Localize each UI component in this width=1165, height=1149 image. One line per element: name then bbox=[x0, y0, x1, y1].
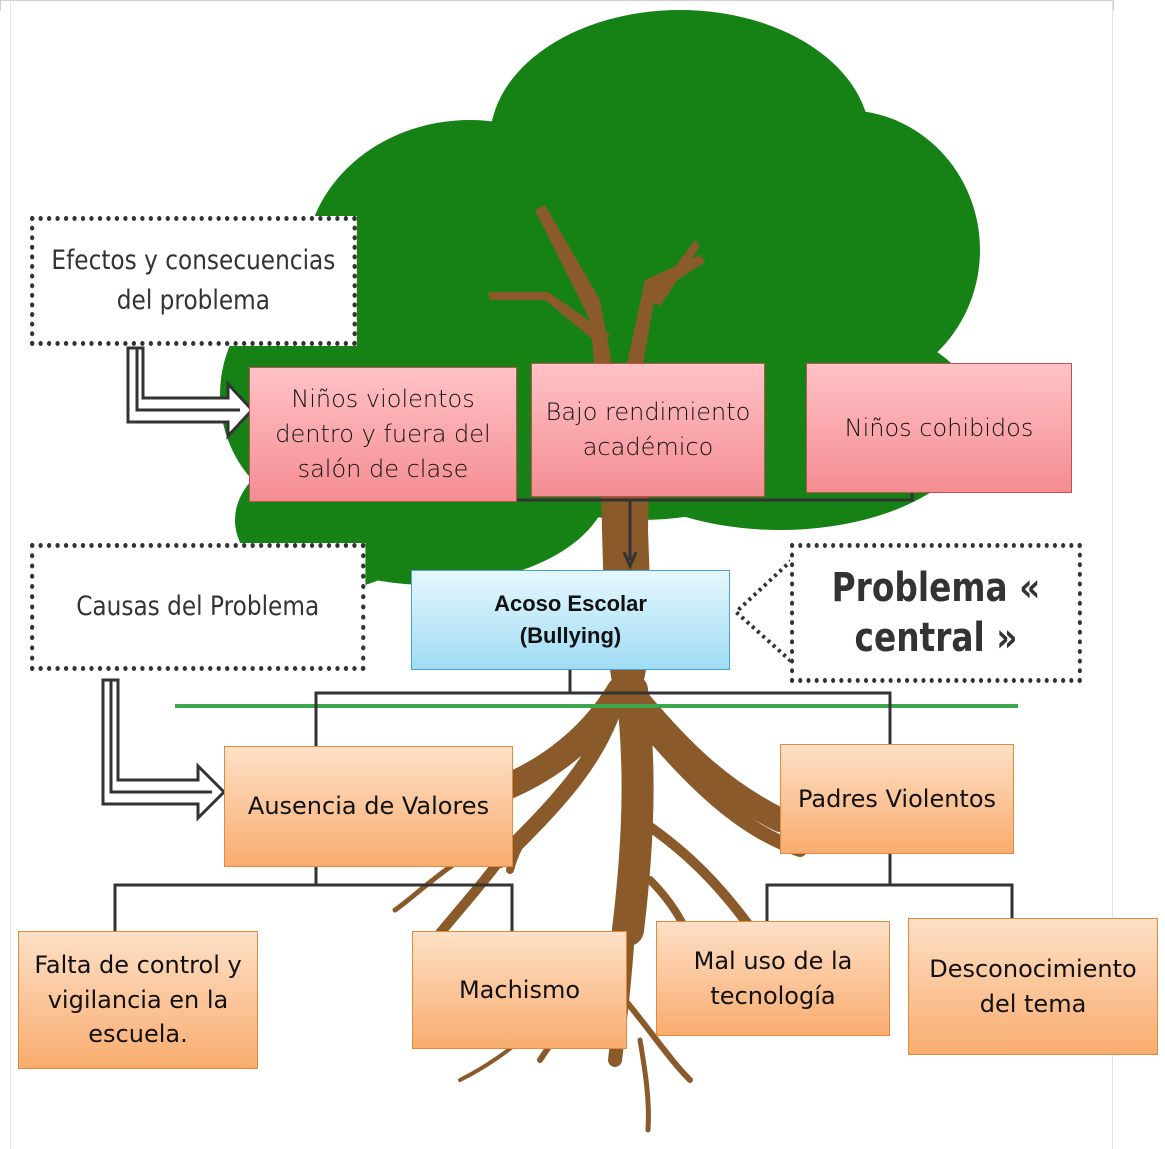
image-frame-left bbox=[10, 0, 11, 1149]
effect-box-low-performance: Bajo rendimiento académico bbox=[531, 363, 765, 497]
central-problem-title: Acoso Escolar bbox=[494, 591, 647, 617]
effect-label: Niños cohibidos bbox=[844, 413, 1034, 442]
effect-label: Bajo rendimiento académico bbox=[545, 398, 751, 461]
subcause-label: Machismo bbox=[458, 975, 581, 1004]
effect-label: Niños violentos dentro y fuera del salón… bbox=[275, 385, 491, 483]
causes-note: Causas del Problema bbox=[30, 543, 366, 671]
subcause-box-topic-unawareness: Desconocimiento del tema bbox=[908, 918, 1158, 1055]
central-problem-subtitle: (Bullying) bbox=[519, 623, 622, 648]
image-frame-right bbox=[1112, 0, 1113, 1149]
subcause-box-lack-of-control: Falta de control y vigilancia en la escu… bbox=[18, 931, 258, 1069]
causes-arrow bbox=[101, 678, 227, 822]
cause-box-violent-parents: Padres Violentos bbox=[780, 744, 1014, 854]
effect-box-shy-children: Niños cohibidos bbox=[806, 363, 1072, 493]
subcause-label: Desconocimiento del tema bbox=[929, 954, 1137, 1018]
central-pointer bbox=[733, 558, 794, 664]
effects-note: Efectos y consecuencias del problema bbox=[30, 216, 357, 346]
cause-box-lack-of-values: Ausencia de Valores bbox=[224, 746, 513, 867]
central-note: Problema « central » bbox=[790, 543, 1082, 683]
subcause-box-machismo: Machismo bbox=[412, 931, 627, 1049]
effects-connectors bbox=[516, 490, 914, 570]
central-note-label: Problema « central » bbox=[831, 565, 1041, 661]
cause-label: Padres Violentos bbox=[797, 784, 997, 813]
effect-box-violent-children: Niños violentos dentro y fuera del salón… bbox=[249, 367, 517, 502]
subcause-label: Mal uso de la tecnología bbox=[693, 946, 853, 1010]
subcause-box-technology-misuse: Mal uso de la tecnología bbox=[656, 921, 890, 1036]
subcause-label: Falta de control y vigilancia en la escu… bbox=[34, 950, 242, 1049]
causes-connectors bbox=[113, 668, 1014, 935]
effects-arrow bbox=[126, 346, 255, 440]
image-frame-top bbox=[0, 0, 1114, 11]
central-problem-box: Acoso Escolar (Bullying) bbox=[411, 570, 730, 670]
cause-label: Ausencia de Valores bbox=[247, 792, 490, 821]
effects-note-label: Efectos y consecuencias del problema bbox=[51, 244, 336, 317]
causes-note-label: Causas del Problema bbox=[76, 590, 320, 622]
